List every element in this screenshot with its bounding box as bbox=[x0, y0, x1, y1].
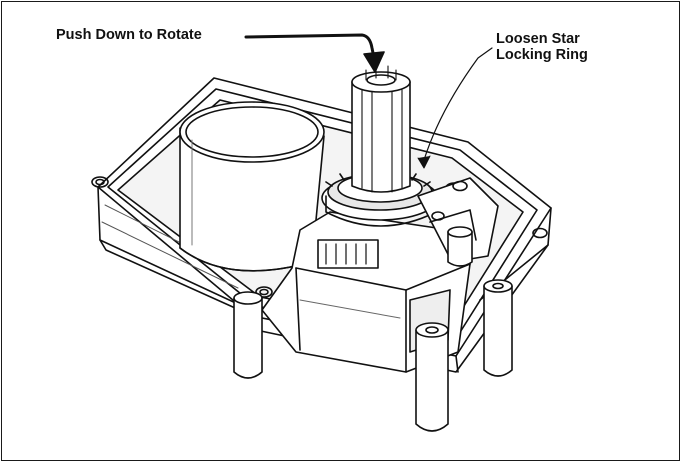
loosen-ring-label-line-2: Locking Ring bbox=[496, 47, 588, 63]
drive-shaft bbox=[351, 65, 411, 193]
push-down-label: Push Down to Rotate bbox=[56, 27, 202, 43]
mounting-bracket bbox=[417, 177, 499, 263]
loosen-ring-label: Loosen Star Locking Ring bbox=[496, 31, 588, 63]
push-down-leader bbox=[244, 33, 385, 73]
legs bbox=[233, 226, 513, 432]
loosen-leader bbox=[417, 47, 493, 169]
loosen-ring-label-line-1: Loosen Star bbox=[496, 31, 580, 47]
